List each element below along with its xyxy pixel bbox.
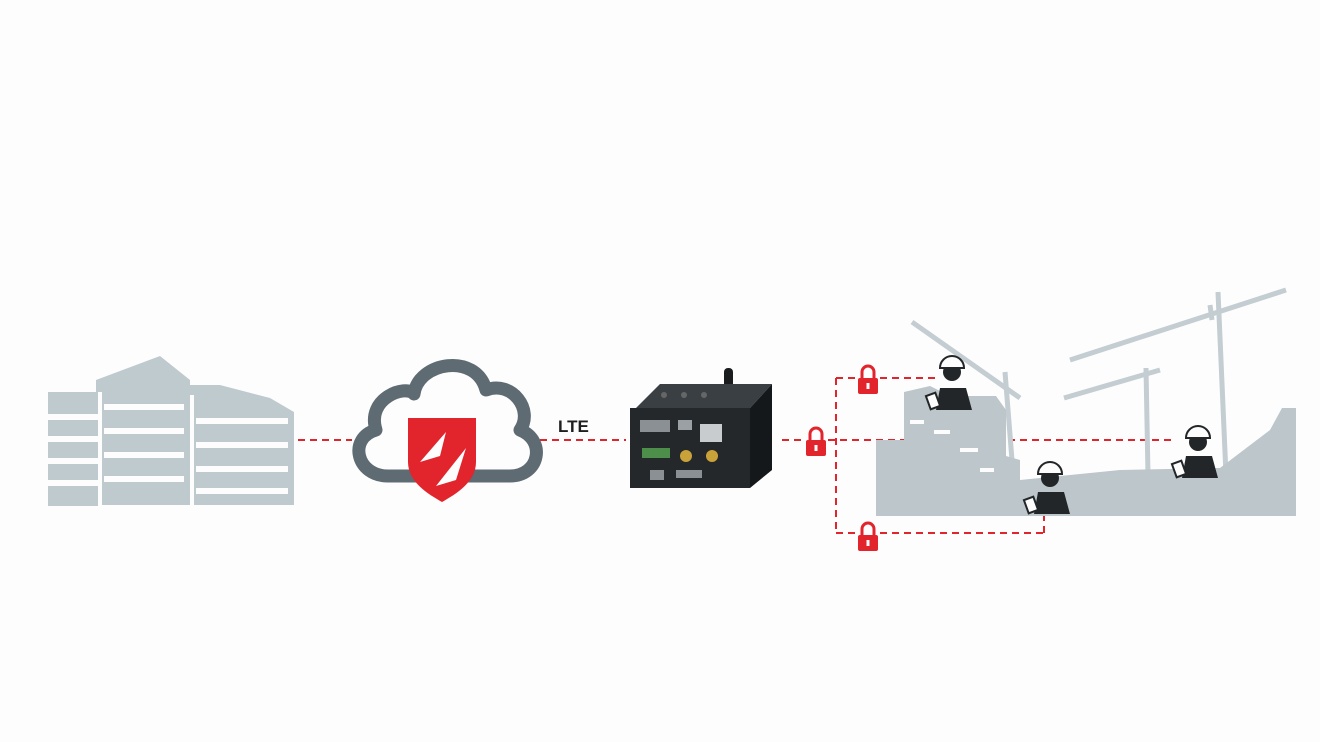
worker-right-icon [1170, 425, 1218, 479]
lte-label: LTE [558, 417, 589, 436]
office-building-icon [48, 356, 294, 506]
padlock-icon [858, 521, 878, 551]
construction-site-icon [876, 287, 1296, 516]
padlock-icon [806, 426, 826, 456]
router-device-icon [630, 368, 772, 488]
cloud-shield-icon [352, 359, 543, 502]
worker-top-icon [924, 355, 972, 411]
worker-bottom-icon [1022, 461, 1070, 515]
padlock-icon [858, 364, 878, 394]
